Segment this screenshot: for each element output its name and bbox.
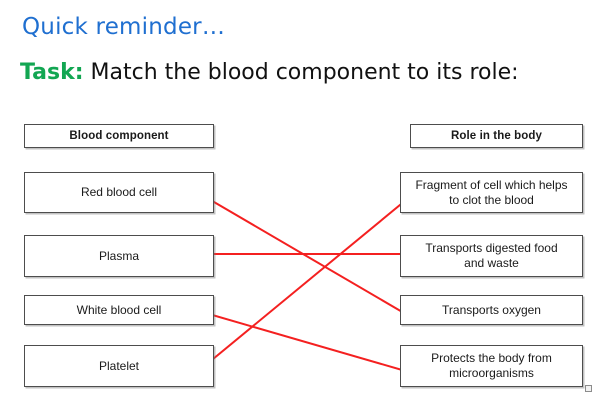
left-item-label: Plasma — [98, 248, 139, 263]
right-item-protects-body[interactable]: Protects the body from microorganisms — [400, 345, 583, 387]
right-column-header: Role in the body — [410, 124, 583, 148]
right-item-label: Fragment of cell which helps to clot the… — [415, 177, 568, 207]
left-item-label: Platelet — [98, 358, 140, 373]
right-item-clotting[interactable]: Fragment of cell which helps to clot the… — [400, 172, 583, 213]
right-column-header-label: Role in the body — [450, 129, 543, 142]
connector-line[interactable] — [201, 194, 405, 314]
task-text: Match the blood component to its role: — [83, 60, 519, 85]
left-item-white-blood-cell[interactable]: White blood cell — [24, 295, 214, 325]
right-item-label: Transports oxygen — [442, 302, 541, 317]
left-column-header-label: Blood component — [69, 129, 169, 142]
selection-handle[interactable] — [585, 385, 592, 392]
page-title: Quick reminder… — [22, 14, 226, 40]
task-instruction: Task: Match the blood component to its r… — [20, 60, 519, 85]
left-column-header: Blood component — [24, 124, 214, 148]
right-item-transports-food[interactable]: Transports digested food and waste — [400, 235, 583, 277]
left-item-red-blood-cell[interactable]: Red blood cell — [24, 172, 214, 213]
left-item-plasma[interactable]: Plasma — [24, 235, 214, 277]
task-label: Task: — [20, 60, 84, 85]
right-item-label: Transports digested food and waste — [425, 241, 558, 270]
left-item-label: White blood cell — [76, 302, 162, 317]
left-item-label: Red blood cell — [80, 185, 158, 199]
right-item-label: Protects the body from microorganisms — [431, 351, 552, 380]
connector-line[interactable] — [206, 199, 407, 365]
left-item-platelet[interactable]: Platelet — [24, 345, 214, 387]
right-item-transports-oxygen[interactable]: Transports oxygen — [400, 295, 583, 325]
connector-line[interactable] — [201, 311, 410, 373]
